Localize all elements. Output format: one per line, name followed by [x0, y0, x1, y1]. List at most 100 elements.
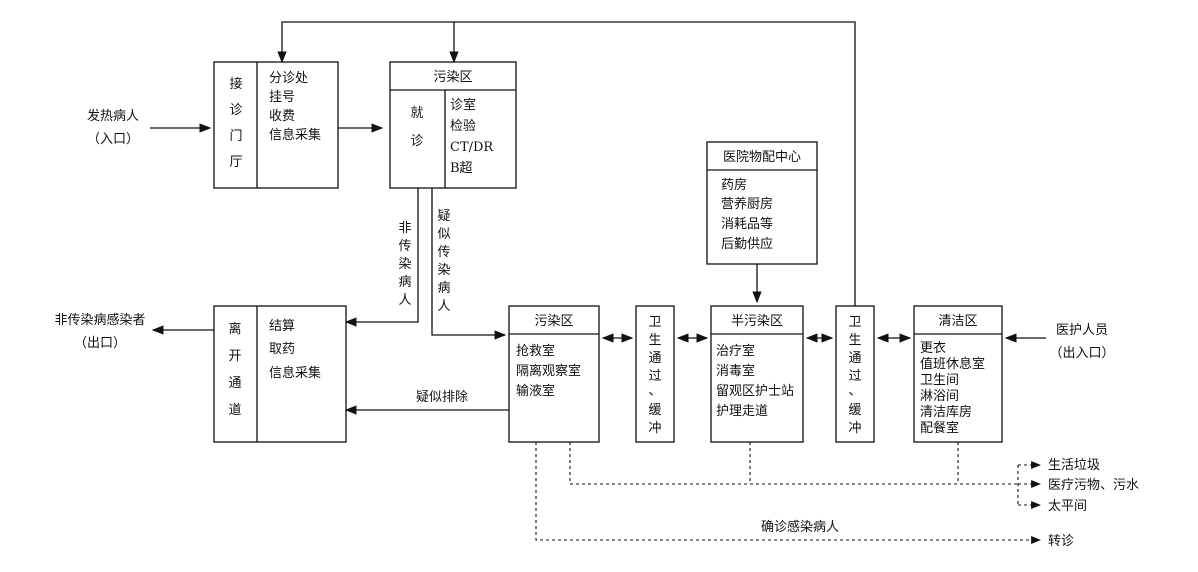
svg-text:通: 通	[228, 376, 241, 391]
svg-text:离: 离	[228, 321, 241, 337]
svg-text:B超: B超	[450, 161, 473, 176]
reception-items: 分诊处 挂号 收费 信息采集	[269, 71, 321, 143]
svg-text:、: 、	[848, 384, 861, 399]
waste-flow-lines	[569, 442, 1041, 509]
svg-text:消耗品等: 消耗品等	[721, 216, 773, 232]
transfer-label: 转诊	[1048, 534, 1074, 549]
svg-text:输液室: 输液室	[516, 383, 555, 399]
svg-text:发热病人: 发热病人	[87, 108, 139, 124]
svg-text:诊: 诊	[229, 103, 242, 118]
clean-zone-box: 清洁区 更衣 值班休息室 卫生间 淋浴间 清洁库房 配餐室	[913, 305, 1003, 443]
svg-text:医疗污物、污水: 医疗污物、污水	[1048, 478, 1139, 493]
svg-text:开: 开	[228, 349, 241, 364]
exit-title: 离 开 通 道	[228, 321, 241, 418]
confirmed-label: 确诊感染病人	[761, 519, 839, 535]
exit-items: 结算 取药 信息采集	[269, 319, 321, 381]
svg-text:诊室: 诊室	[450, 97, 476, 113]
reception-box: 接 诊 门 厅 分诊处 挂号 收费 信息采集	[213, 61, 339, 189]
buffer-box-1: 卫 生 通 过 、 缓 冲	[635, 305, 675, 443]
exit-box: 离 开 通 道 结算 取药 信息采集	[213, 305, 347, 443]
ruled-out-label: 疑似排除	[416, 389, 468, 405]
supply-center-box: 医院物配中心 药房 营养厨房 消耗品等 后勤供应	[706, 141, 818, 265]
svg-text:值班休息室: 值班休息室	[920, 356, 985, 372]
svg-text:人: 人	[437, 299, 450, 314]
consult-zone-header: 污染区	[433, 70, 472, 85]
svg-text:后勤供应: 后勤供应	[721, 236, 773, 252]
svg-text:过: 过	[648, 369, 661, 384]
supply-center-header: 医院物配中心	[723, 150, 801, 165]
semi-contaminated-header: 半污染区	[731, 314, 783, 329]
svg-text:治疗室: 治疗室	[716, 343, 755, 359]
buffer-box-2: 卫 生 通 过 、 缓 冲	[835, 305, 875, 443]
svg-text:生活垃圾: 生活垃圾	[1048, 458, 1100, 473]
svg-text:冲: 冲	[848, 421, 861, 436]
svg-text:门: 门	[229, 129, 242, 144]
svg-text:、: 、	[648, 384, 661, 399]
svg-text:染: 染	[398, 257, 411, 272]
svg-text:CT/DR: CT/DR	[450, 140, 494, 155]
non-infectious-path	[344, 188, 419, 327]
svg-text:冲: 冲	[648, 421, 661, 436]
svg-text:传: 传	[437, 245, 450, 260]
suspected-path	[431, 188, 507, 340]
consult-title-2: 诊	[410, 134, 423, 149]
svg-text:配餐室: 配餐室	[920, 420, 959, 436]
svg-text:卫: 卫	[848, 315, 861, 330]
consult-title-1: 就	[410, 106, 423, 121]
svg-text:缓: 缓	[648, 403, 661, 418]
svg-text:生: 生	[648, 333, 661, 348]
svg-text:更衣: 更衣	[920, 340, 946, 356]
semi-contaminated-box: 半污染区 治疗室 消毒室 留观区护士站 护理走道	[710, 305, 804, 443]
svg-text:道: 道	[228, 403, 241, 418]
confirmed-transfer-path	[535, 442, 1041, 544]
feedback-loop	[277, 21, 856, 306]
svg-text:信息采集: 信息采集	[269, 127, 321, 143]
svg-text:缓: 缓	[848, 403, 861, 418]
contaminated-ward-header: 污染区	[534, 314, 573, 329]
svg-text:太平间: 太平间	[1048, 499, 1087, 514]
supply-center-items: 药房 营养厨房 消耗品等 后勤供应	[721, 177, 773, 252]
waste-output-labels: 生活垃圾 医疗污物、污水 太平间	[1048, 458, 1139, 514]
svg-text:生: 生	[848, 333, 861, 348]
svg-text:人: 人	[398, 293, 411, 308]
svg-text:信息采集: 信息采集	[269, 365, 321, 381]
svg-text:厅: 厅	[229, 155, 242, 170]
svg-text:清洁库房: 清洁库房	[920, 404, 972, 420]
svg-text:结算: 结算	[269, 319, 295, 334]
svg-text:收费: 收费	[269, 109, 295, 124]
svg-text:卫生间: 卫生间	[920, 373, 959, 388]
svg-text:非: 非	[398, 221, 411, 236]
exit-label: 非传染病感染者 （出口）	[54, 312, 145, 351]
svg-text:取药: 取药	[269, 342, 295, 357]
svg-text:（入口）: （入口）	[87, 132, 139, 147]
svg-text:传: 传	[398, 239, 411, 254]
svg-text:卫: 卫	[648, 315, 661, 330]
svg-text:抢救室: 抢救室	[516, 343, 555, 359]
svg-text:染: 染	[437, 263, 450, 278]
staff-entry-label: 医护人员 （出入口）	[1049, 323, 1114, 361]
svg-text:护理走道: 护理走道	[716, 404, 768, 419]
svg-text:（出入口）: （出入口）	[1049, 346, 1114, 361]
svg-text:似: 似	[437, 227, 450, 242]
svg-text:营养厨房: 营养厨房	[721, 196, 773, 212]
svg-text:分诊处: 分诊处	[269, 71, 308, 86]
suspected-label: 疑 似 传 染 病 人	[437, 208, 450, 314]
svg-text:疑: 疑	[437, 208, 450, 224]
svg-text:隔离观察室: 隔离观察室	[516, 363, 581, 379]
svg-text:医护人员: 医护人员	[1056, 323, 1108, 338]
consult-items: 诊室 检验 CT/DR B超	[450, 97, 494, 176]
svg-text:淋浴间: 淋浴间	[920, 389, 959, 404]
svg-text:非传染病感染者: 非传染病感染者	[54, 312, 145, 328]
svg-text:病: 病	[398, 275, 411, 290]
svg-text:接: 接	[229, 76, 242, 92]
svg-text:病: 病	[437, 281, 450, 296]
svg-text:药房: 药房	[721, 177, 747, 193]
svg-text:消毒室: 消毒室	[716, 363, 755, 379]
patient-entry-label: 发热病人 （入口）	[87, 108, 139, 147]
svg-text:通: 通	[848, 351, 861, 366]
reception-title: 接 诊 门 厅	[229, 76, 242, 170]
svg-text:（出口）: （出口）	[74, 336, 126, 351]
clean-zone-items: 更衣 值班休息室 卫生间 淋浴间 清洁库房 配餐室	[920, 340, 985, 436]
contaminated-ward-box: 污染区 抢救室 隔离观察室 输液室	[508, 305, 600, 443]
